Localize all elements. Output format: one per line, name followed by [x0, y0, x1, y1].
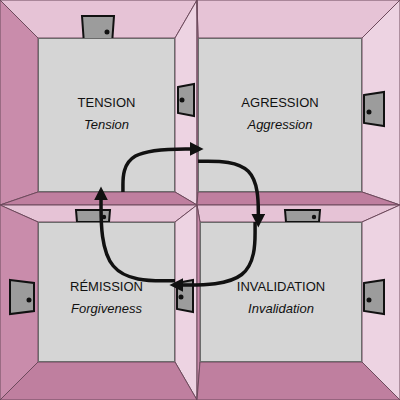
room-back-wall: AGRESSION Aggression	[198, 38, 362, 192]
door-knob	[313, 216, 315, 218]
cycle-arrow	[123, 149, 198, 192]
door-knob	[368, 111, 371, 114]
right-wall	[362, 0, 400, 205]
door-knob	[106, 31, 109, 34]
door	[364, 92, 384, 126]
room-subtitle: Aggression	[247, 117, 312, 133]
bottom-wall	[197, 362, 400, 400]
cycle-arrow	[101, 192, 175, 281]
door-knob	[180, 296, 183, 299]
door	[10, 280, 34, 314]
door-knob	[368, 299, 371, 302]
room-subtitle: Forgiveness	[71, 301, 142, 317]
room-subtitle: Tension	[84, 117, 129, 133]
door-knob	[28, 299, 31, 302]
cycle-arrow	[175, 222, 255, 285]
room-title: INVALIDATION	[237, 279, 325, 295]
room-back-wall: RÉMISSION Forgiveness	[38, 222, 175, 362]
room-title: AGRESSION	[241, 95, 318, 111]
bottom-wall	[0, 192, 197, 205]
room-title: RÉMISSION	[70, 279, 143, 295]
room-back-wall: INVALIDATION Invalidation	[200, 222, 362, 362]
left-wall	[0, 0, 38, 205]
room-bottom-right	[197, 205, 400, 400]
room-back-wall: TENSION Tension	[38, 38, 175, 192]
door	[364, 280, 384, 314]
door-knob	[181, 99, 184, 102]
room-top-right	[197, 0, 400, 205]
right-wall	[175, 0, 197, 205]
cycle-arrow	[198, 161, 258, 222]
room-top-left	[0, 0, 197, 205]
room-bottom-left	[0, 205, 197, 400]
door-knob	[103, 216, 105, 218]
door	[285, 210, 320, 222]
bottom-wall	[0, 362, 197, 400]
room-subtitle: Invalidation	[248, 301, 314, 317]
door	[178, 84, 194, 116]
room-title: TENSION	[78, 95, 136, 111]
door	[76, 210, 110, 222]
bottom-wall	[197, 192, 400, 205]
door	[177, 280, 193, 312]
